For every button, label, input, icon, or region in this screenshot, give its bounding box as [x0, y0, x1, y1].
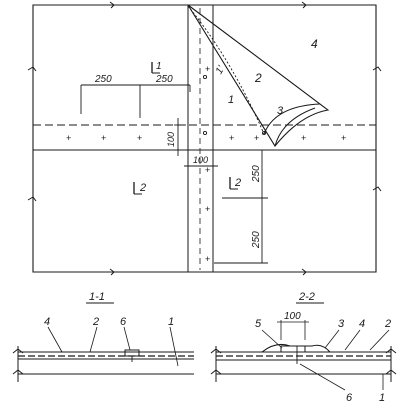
s1-label-3: 1 [168, 316, 174, 328]
dim-right-lower: 250 [251, 231, 262, 249]
dim-top-right: 250 [155, 74, 173, 85]
s2-label-3: 2 [384, 318, 391, 330]
callout-1: 1 [228, 94, 234, 106]
horizontal-seam-strip [33, 124, 376, 151]
dim-top-left: 250 [94, 74, 112, 85]
section-marks: 1 2 2 [133, 61, 241, 195]
section-2-2-title: 2-2 [298, 291, 315, 303]
s2-label-2: 4 [359, 318, 365, 330]
s2-label-1: 3 [338, 318, 345, 330]
dim-right-upper: 250 [251, 165, 262, 183]
svg-text:+: + [254, 133, 259, 143]
plan-outline [32, 4, 377, 273]
svg-text:+: + [301, 133, 306, 143]
callout-3: 3 [277, 105, 284, 117]
s2-label-0: 5 [255, 318, 262, 330]
plan-callouts: 1 2 3 4 1' [214, 37, 318, 117]
s1-label-1: 2 [92, 316, 99, 328]
svg-text:+: + [205, 165, 210, 175]
fastener-marks: + + + + + + + + + + + [66, 64, 346, 264]
break-marks [27, 1, 382, 276]
dimension-top: 250 250 [80, 74, 191, 118]
callout-4: 4 [311, 37, 318, 51]
svg-text:+: + [205, 254, 210, 264]
section-1-1-title: 1-1 [89, 291, 105, 303]
section-2-2: 2-2 100 5 3 4 2 6 1 [210, 291, 397, 404]
section-1-1: 1-1 4 2 6 1 [12, 291, 194, 382]
cut-2-right-label: 2 [234, 177, 241, 189]
section-2-2-dim: 100 [284, 311, 301, 322]
peeled-flap [187, 4, 330, 147]
cut-2-left-label: 2 [139, 182, 146, 194]
plan-view: + + + + + + + + + + + 250 [27, 1, 382, 276]
svg-text:+: + [137, 133, 142, 143]
dimension-lap-width: 100 [184, 155, 218, 171]
svg-text:+: + [66, 133, 71, 143]
dim-seam-width: 100 [166, 132, 176, 147]
svg-text:+: + [205, 204, 210, 214]
svg-text:+: + [101, 133, 106, 143]
s1-label-0: 4 [44, 316, 50, 328]
callout-2: 2 [254, 71, 262, 85]
svg-text:+: + [229, 133, 234, 143]
dimension-right: 250 250 [214, 150, 268, 264]
s2-label-5: 1 [379, 392, 385, 404]
s2-label-4: 6 [346, 392, 353, 404]
dimension-seam-width: 100 [166, 118, 186, 156]
cut-1-label: 1 [156, 61, 162, 72]
section-2-2-labels: 5 3 4 2 6 1 [255, 318, 391, 404]
svg-text:+: + [205, 64, 210, 74]
s1-label-2: 6 [120, 316, 127, 328]
vertical-seam-strip [187, 5, 214, 272]
section-1-1-labels: 4 2 6 1 [44, 316, 174, 328]
svg-text:+: + [341, 133, 346, 143]
dim-lap-width: 100 [193, 155, 208, 165]
